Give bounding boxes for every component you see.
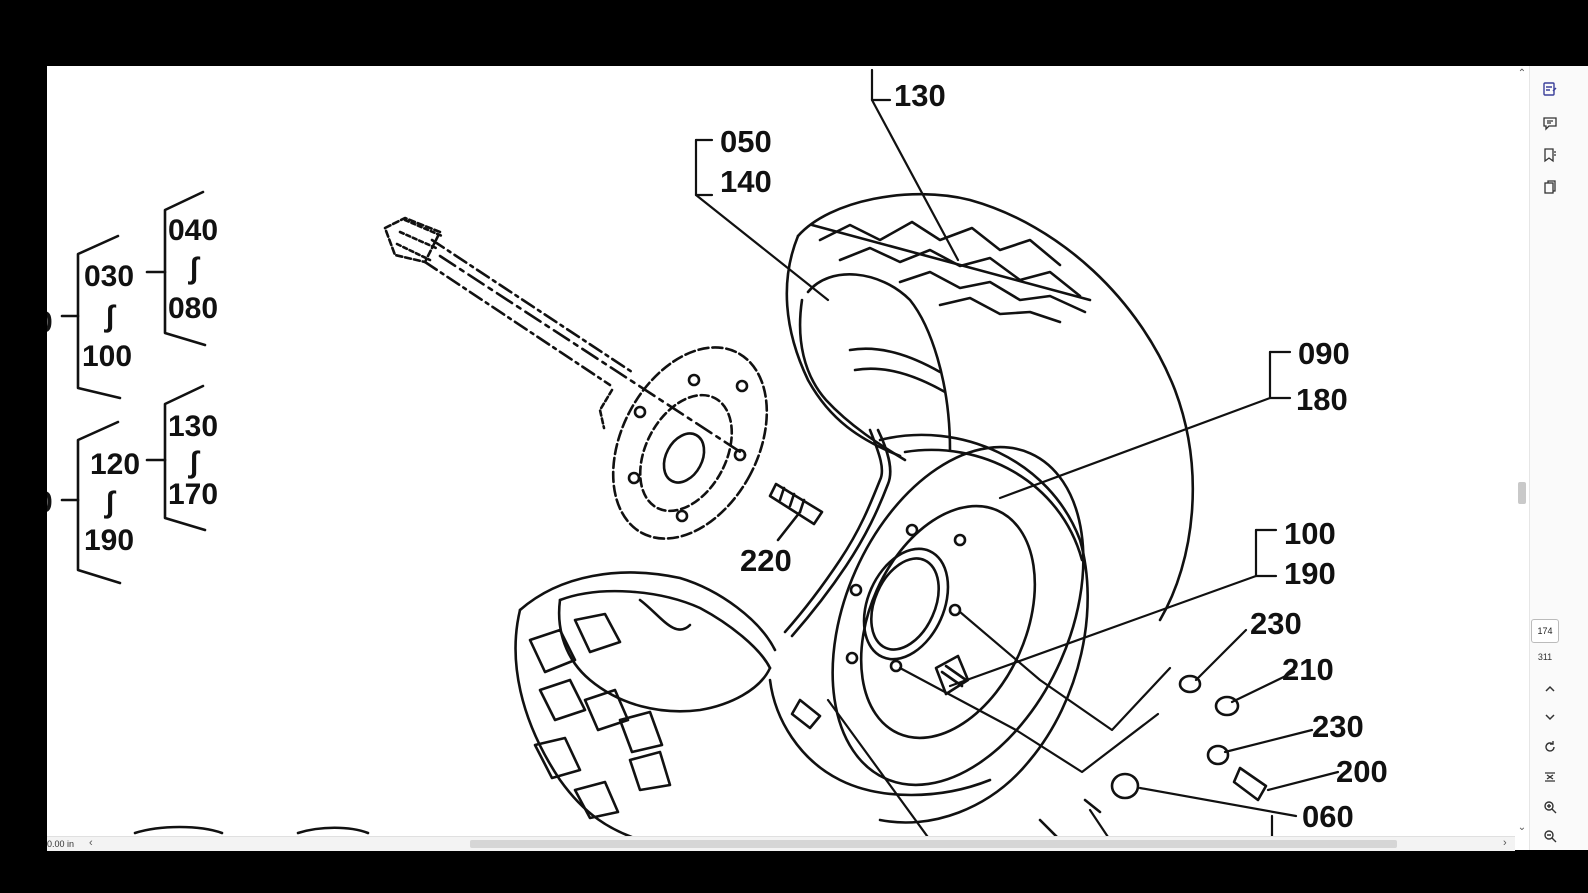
hub-flange	[598, 346, 769, 540]
pages-icon[interactable]	[1537, 176, 1563, 198]
label-220: 220	[740, 543, 792, 578]
leader-lines	[694, 68, 1340, 836]
label-230-lower: 230	[1312, 709, 1364, 744]
page-number-input[interactable]: 174	[1531, 619, 1559, 643]
tree-label-190: 190	[84, 524, 134, 557]
label-190: 190	[1284, 556, 1336, 591]
left-tree-labels: 040 ∫ 080 030 ∫ 100 0 130 ∫ 170 120 ∫ 19…	[47, 214, 218, 557]
vertical-scroll-thumb[interactable]	[1518, 482, 1526, 504]
tree-tilde: ∫	[188, 252, 201, 285]
exploded-wheel-diagram: 130 050 140 090 180 100 190 220 230 210 …	[47, 68, 1388, 836]
scroll-down-icon[interactable]: ⌄	[1517, 822, 1527, 833]
label-050: 050	[720, 124, 772, 159]
previous-page-icon[interactable]	[1537, 678, 1563, 700]
label-100: 100	[1284, 516, 1336, 551]
pdf-viewer: 130 050 140 090 180 100 190 220 230 210 …	[47, 66, 1588, 851]
edit-document-icon[interactable]	[1537, 78, 1563, 100]
lug-hardware	[1038, 674, 1268, 836]
tree-tilde: ∫	[188, 446, 201, 479]
bookmark-icon[interactable]	[1537, 144, 1563, 166]
label-060: 060	[1302, 799, 1354, 834]
cursor-coordinate: 0.00 in	[47, 839, 75, 849]
tree-label-120: 120	[90, 448, 140, 481]
scroll-left-icon[interactable]: ‹	[89, 837, 93, 849]
label-180: 180	[1296, 382, 1348, 417]
stud-bolt	[768, 482, 824, 542]
label-210: 210	[1282, 652, 1334, 687]
part-labels: 130 050 140 090 180 100 190 220 230 210 …	[720, 78, 1388, 834]
scroll-right-icon[interactable]: ›	[1503, 837, 1507, 849]
wheel-rim	[831, 433, 1089, 824]
fit-page-icon[interactable]	[1537, 766, 1563, 788]
label-090: 090	[1298, 336, 1350, 371]
tree-label-cut: 0	[47, 306, 53, 339]
rotate-icon[interactable]	[1537, 736, 1563, 758]
next-page-icon[interactable]	[1537, 706, 1563, 728]
vertical-scrollbar[interactable]: ⌃ ⌄	[1515, 66, 1529, 836]
horizontal-scrollbar[interactable]: 0.00 in ‹ ›	[47, 836, 1515, 851]
label-130: 130	[894, 78, 946, 113]
tire-lower-half	[514, 571, 992, 836]
label-200: 200	[1336, 754, 1388, 789]
tree-tilde: ∫	[104, 486, 117, 519]
tree-label-100: 100	[82, 340, 132, 373]
tree-label-080: 080	[168, 292, 218, 325]
label-140: 140	[720, 164, 772, 199]
horizontal-scroll-thumb[interactable]	[470, 840, 1397, 848]
bracket-tree-lower	[60, 384, 207, 585]
document-page[interactable]: 130 050 140 090 180 100 190 220 230 210 …	[47, 66, 1515, 836]
tree-label-cut: 0	[47, 486, 53, 519]
tree-tilde: ∫	[104, 300, 117, 333]
scroll-up-icon[interactable]: ⌃	[1517, 68, 1527, 79]
tire-upper-half	[783, 192, 1194, 638]
bracket-tree-upper	[60, 190, 207, 400]
axle-shaft	[383, 216, 747, 457]
tree-label-030: 030	[84, 260, 134, 293]
comment-icon[interactable]	[1537, 112, 1563, 134]
page-total: 311	[1537, 652, 1553, 662]
right-toolbar: 174 311	[1529, 66, 1588, 850]
label-230-upper: 230	[1250, 606, 1302, 641]
zoom-out-icon[interactable]	[1537, 825, 1563, 847]
tree-label-040: 040	[168, 214, 218, 247]
zoom-in-icon[interactable]	[1537, 796, 1563, 818]
tree-label-130: 130	[168, 410, 218, 443]
tree-label-170: 170	[168, 478, 218, 511]
